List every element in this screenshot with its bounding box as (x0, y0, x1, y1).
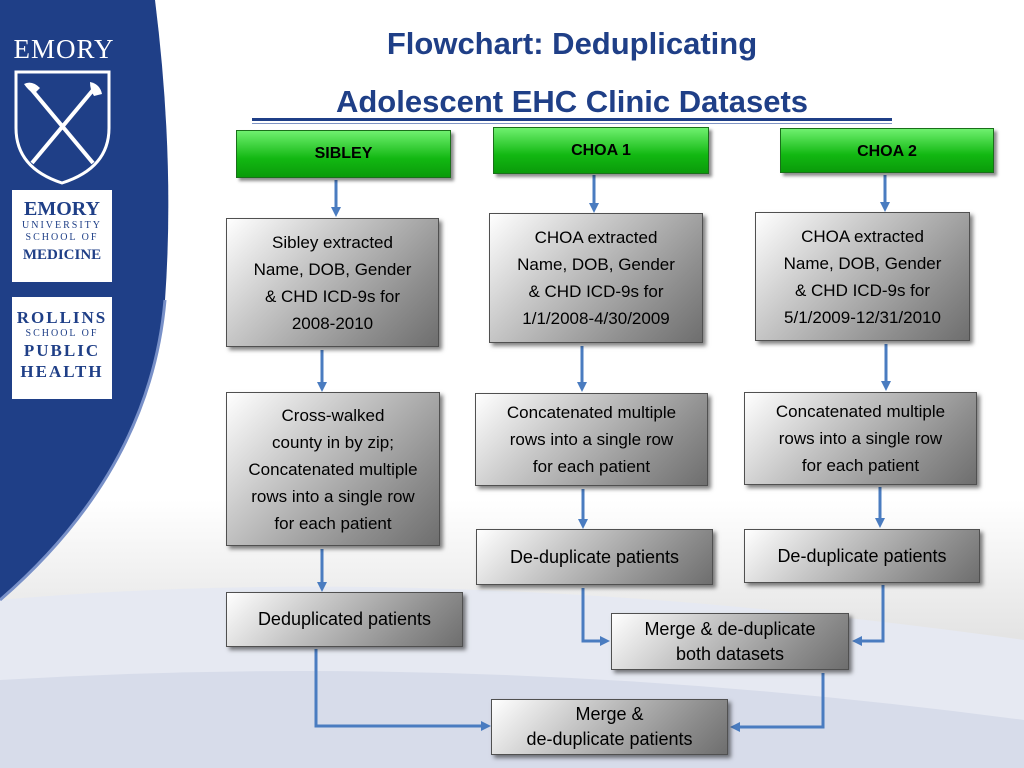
arrow-merge-to-final (730, 673, 825, 732)
step-choa1-dedup: De-duplicate patients (476, 529, 713, 585)
school-of-medicine-logo: EMORY UNIVERSITY SCHOOL OF MEDICINE (12, 190, 112, 282)
step-choa1-concat: Concatenated multiple rows into a single… (475, 393, 708, 486)
step-merge-final: Merge & de-duplicate patients (491, 699, 728, 755)
step-sibley-crosswalk: Cross-walked county in by zip; Concatena… (226, 392, 440, 546)
source-sibley: SIBLEY (236, 130, 451, 178)
step-merge-choa: Merge & de-duplicate both datasets (611, 613, 849, 670)
step-sibley-dedup: Deduplicated patients (226, 592, 463, 647)
emory-wordmark: EMORY (13, 34, 115, 64)
slide-title: Flowchart: Deduplicating Adolescent EHC … (254, 22, 890, 124)
source-choa-2: CHOA 2 (780, 128, 994, 173)
title-line-2: Adolescent EHC Clinic Datasets (335, 84, 809, 119)
arrow-sibley-dedup-to-final (314, 649, 491, 731)
step-choa1-extract: CHOA extracted Name, DOB, Gender & CHD I… (489, 213, 703, 343)
step-choa2-concat: Concatenated multiple rows into a single… (744, 392, 977, 485)
title-underline-thin (252, 123, 892, 124)
source-choa-1: CHOA 1 (493, 127, 709, 174)
title-underline (252, 118, 892, 121)
emory-shield-icon (14, 70, 111, 185)
step-sibley-extract: Sibley extracted Name, DOB, Gender & CHD… (226, 218, 439, 347)
arrow-choa2-dedup-to-merge (852, 585, 885, 646)
step-choa2-dedup: De-duplicate patients (744, 529, 980, 583)
arrow-choa1-dedup-to-merge (581, 588, 610, 646)
rollins-school-logo: ROLLINS SCHOOL OF PUBLIC HEALTH (12, 297, 112, 399)
step-choa2-extract: CHOA extracted Name, DOB, Gender & CHD I… (755, 212, 970, 341)
title-line-1: Flowchart: Deduplicating (386, 26, 758, 61)
